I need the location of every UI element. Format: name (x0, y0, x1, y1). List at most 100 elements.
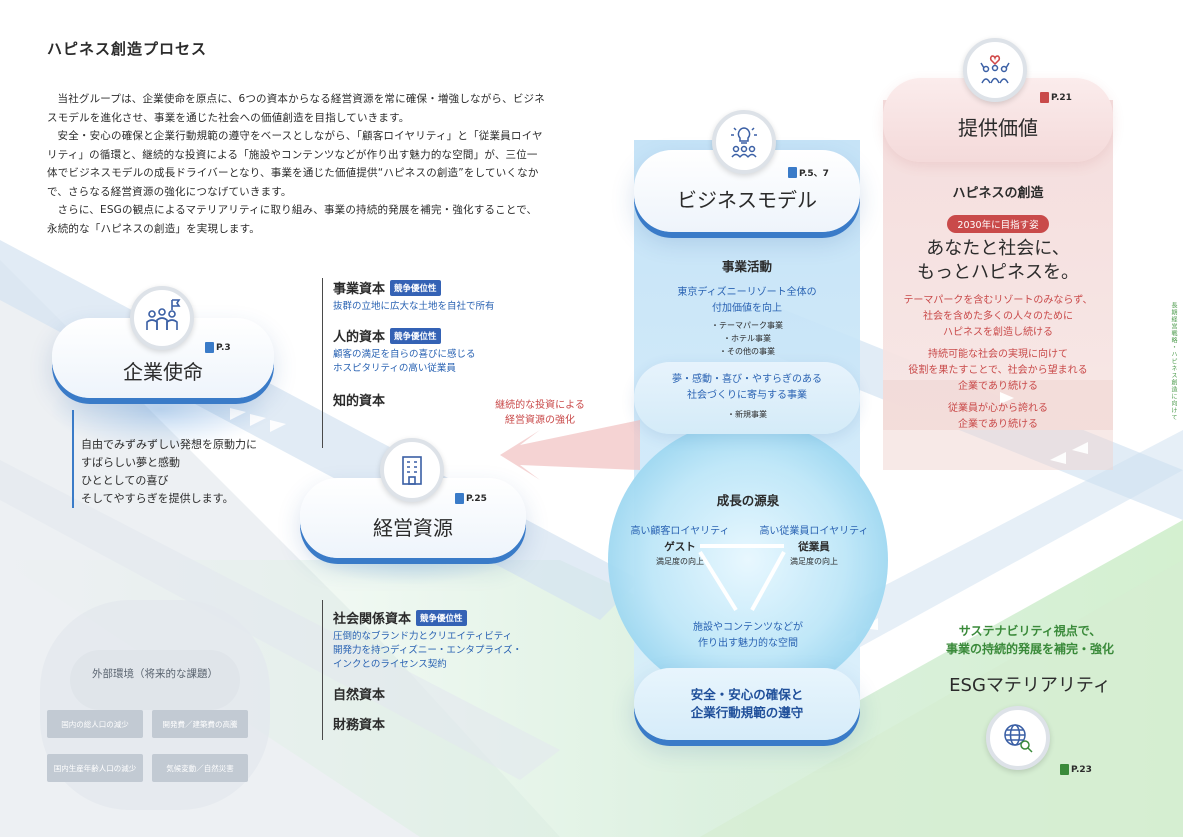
capital-name: 知的資本 (333, 394, 386, 409)
activity-desc: 東京ディズニーリゾート全体の (677, 287, 817, 298)
competitive-advantage-badge: 競争優位性 (416, 609, 467, 626)
intro-paragraph-2: 安全・安心の確保と企業行動規範の遵守をベースとしながら、「顧客ロイヤリティ」と「… (47, 130, 543, 198)
value-page-ref[interactable]: P.21 (1040, 92, 1072, 103)
capital-desc: 開発力を持つディズニー・エンタプライズ・ (333, 645, 523, 656)
capital-desc: 圧倒的なブランド力とクリエイティビティ (333, 631, 513, 642)
activity-title: 事業活動 (721, 259, 772, 274)
capitals-divider-bottom (322, 600, 323, 740)
capital-business: 事業資本競争優位性 抜群の立地に広大な土地を自社で所有 (333, 278, 495, 314)
esg-page-ref[interactable]: P.23 (1060, 764, 1092, 775)
resources-label: 経営資源 (373, 516, 453, 540)
business-activities: 事業活動 東京ディズニーリゾート全体の 付加価値を向上 ・テーマパーク事業 ・ホ… (634, 256, 860, 358)
esg-ref-text: P.23 (1071, 764, 1092, 775)
activity-bullet: ・その他の事業 (719, 347, 775, 356)
value-content: ハピネスの創造 2030年に目指す姿 あなたと社会に、 もっとハピネスを。 テー… (883, 182, 1113, 433)
value-point: 従業員が心から誇れる企業であり続ける (948, 403, 1048, 430)
growth-title: 成長の源泉 (716, 493, 780, 508)
intro-paragraph-1: 当社グループは、企業使命を原点に、6つの資本からなる経営資源を常に確保・増強しな… (47, 93, 545, 124)
business-model-ref-text: P.5、7 (799, 169, 829, 179)
headline-line: あなたと社会に、 (926, 238, 1070, 259)
activity-bullet: ・テーマパーク事業 (711, 321, 783, 330)
capital-name: 財務資本 (333, 718, 386, 733)
mission-line: 自由でみずみずしい発想を原動力に (81, 438, 257, 451)
value-ref-text: P.21 (1051, 92, 1072, 103)
capitals-divider-top (322, 278, 323, 448)
people-with-flag-icon (130, 286, 194, 350)
mission-label: 企業使命 (123, 360, 203, 384)
external-chip: 気候変動／自然災害 (152, 754, 248, 782)
value-point: 持続可能な社会の実現に向けて役割を果たすことで、社会から望まれる企業であり続ける (908, 349, 1088, 392)
sustainability-line: 事業の持続的発展を補完・強化 (945, 642, 1114, 656)
new-business-bullet: ・新規事業 (727, 410, 767, 419)
lightbulb-audience-icon (712, 110, 776, 174)
cheering-people-heart-icon (963, 38, 1027, 102)
document-icon (455, 493, 464, 504)
external-env-title: 外部環境（将来的な課題） (92, 668, 218, 680)
business-model-page-ref[interactable]: P.5、7 (788, 166, 829, 179)
mission-page-ref[interactable]: P.3 (205, 342, 231, 353)
foundation-line: 企業行動規範の遵守 (690, 705, 804, 720)
capital-financial: 財務資本 (333, 714, 385, 733)
document-icon (788, 167, 797, 178)
vision-2030-pill: 2030年に目指す姿 (947, 215, 1049, 233)
capital-name: 人的資本 (333, 330, 386, 345)
sustainability-text: サステナビリティ視点で、 事業の持続的発展を補完・強化 (905, 622, 1155, 658)
value-subtitle: ハピネスの創造 (952, 186, 1044, 201)
building-icon (380, 438, 444, 502)
external-chip: 国内の総人口の減少 (47, 710, 143, 738)
guest-satisfaction: 満足度の向上 (656, 557, 704, 566)
globe-search-icon (986, 706, 1050, 770)
headline-line: もっとハピネスを。 (917, 262, 1079, 283)
capital-desc: 抜群の立地に広大な土地を自社で所有 (333, 301, 495, 312)
document-icon (205, 342, 214, 353)
page-title: ハピネス創造プロセス (47, 40, 208, 58)
intro-paragraph-3: さらに、ESGの観点によるマテリアリティに取り組み、事業の持続的発展を補完・強化… (47, 204, 538, 235)
guest-loyalty: 高い顧客ロイヤリティ ゲスト 満足度の向上 (620, 522, 740, 567)
capital-desc: ホスピタリティの高い従業員 (333, 363, 456, 374)
external-chip: 国内生産年齢人口の減少 (47, 754, 143, 782)
capital-intellectual: 知的資本 (333, 390, 385, 409)
mission-divider (72, 410, 74, 508)
new-business: 夢・感動・喜び・やすらぎのある 社会づくりに寄与する事業 ・新規事業 (634, 372, 860, 421)
capital-name: 事業資本 (333, 282, 386, 297)
esg-materiality-label: ESGマテリアリティ (949, 675, 1111, 696)
mission-ref-text: P.3 (216, 342, 231, 353)
employee-satisfaction: 満足度の向上 (790, 557, 838, 566)
mission-line: ひととしての喜び (81, 474, 169, 487)
capital-human: 人的資本競争優位性 顧客の満足を自らの喜びに感じる ホスピタリティの高い従業員 (333, 326, 476, 376)
capital-desc: インクとのライセンス契約 (333, 659, 447, 670)
external-chip: 開発費／建築費の高騰 (152, 710, 248, 738)
investment-note-line: 経営資源の強化 (505, 415, 575, 426)
resources-page-ref[interactable]: P.25 (455, 493, 487, 504)
intro-text: 当社グループは、企業使命を原点に、6つの資本からなる経営資源を常に確保・増強しな… (47, 90, 547, 238)
capital-name: 社会関係資本 (333, 612, 412, 627)
new-business-desc: 夢・感動・喜び・やすらぎのある (672, 374, 822, 385)
competitive-advantage-badge: 競争優位性 (390, 327, 441, 344)
investment-note-line: 継続的な投資による (495, 400, 585, 411)
mission-line: すばらしい夢と感動 (81, 456, 180, 469)
resources-ref-text: P.25 (466, 493, 487, 504)
document-icon (1060, 764, 1069, 775)
side-note: 長期経営戦略・ハピネス創造に向けて (1170, 302, 1177, 421)
capital-natural: 自然資本 (333, 684, 385, 703)
document-icon (1040, 92, 1049, 103)
employee-label: 従業員 (798, 541, 830, 553)
foundation-text: 安全・安心の確保と 企業行動規範の遵守 (634, 686, 860, 722)
employee-loyalty: 高い従業員ロイヤリティ 従業員 満足度の向上 (752, 522, 876, 567)
guest-loyalty-label: 高い顧客ロイヤリティ (630, 526, 730, 537)
value-headline: あなたと社会に、 もっとハピネスを。 (883, 237, 1113, 285)
activity-bullet: ・ホテル事業 (723, 334, 771, 343)
investment-note: 継続的な投資による 経営資源の強化 (480, 398, 600, 428)
competitive-advantage-badge: 競争優位性 (390, 279, 441, 296)
capital-name: 自然資本 (333, 688, 386, 703)
guest-label: ゲスト (664, 541, 696, 553)
attractive-space: 施設やコンテンツなどが 作り出す魅力的な空間 (668, 620, 828, 652)
mission-line: そしてやすらぎを提供します。 (81, 492, 234, 505)
capital-social: 社会関係資本競争優位性 圧倒的なブランド力とクリエイティビティ 開発力を持つディ… (333, 608, 522, 672)
capital-desc: 顧客の満足を自らの喜びに感じる (333, 349, 476, 360)
new-business-desc: 社会づくりに寄与する事業 (687, 390, 807, 401)
sustainability-line: サステナビリティ視点で、 (958, 624, 1102, 638)
employee-loyalty-label: 高い従業員ロイヤリティ (759, 526, 869, 537)
value-point: テーマパークを含むリゾートのみならず、社会を含めた多くの人々のためにハピネスを創… (903, 295, 1093, 338)
activity-desc: 付加価値を向上 (712, 303, 782, 314)
